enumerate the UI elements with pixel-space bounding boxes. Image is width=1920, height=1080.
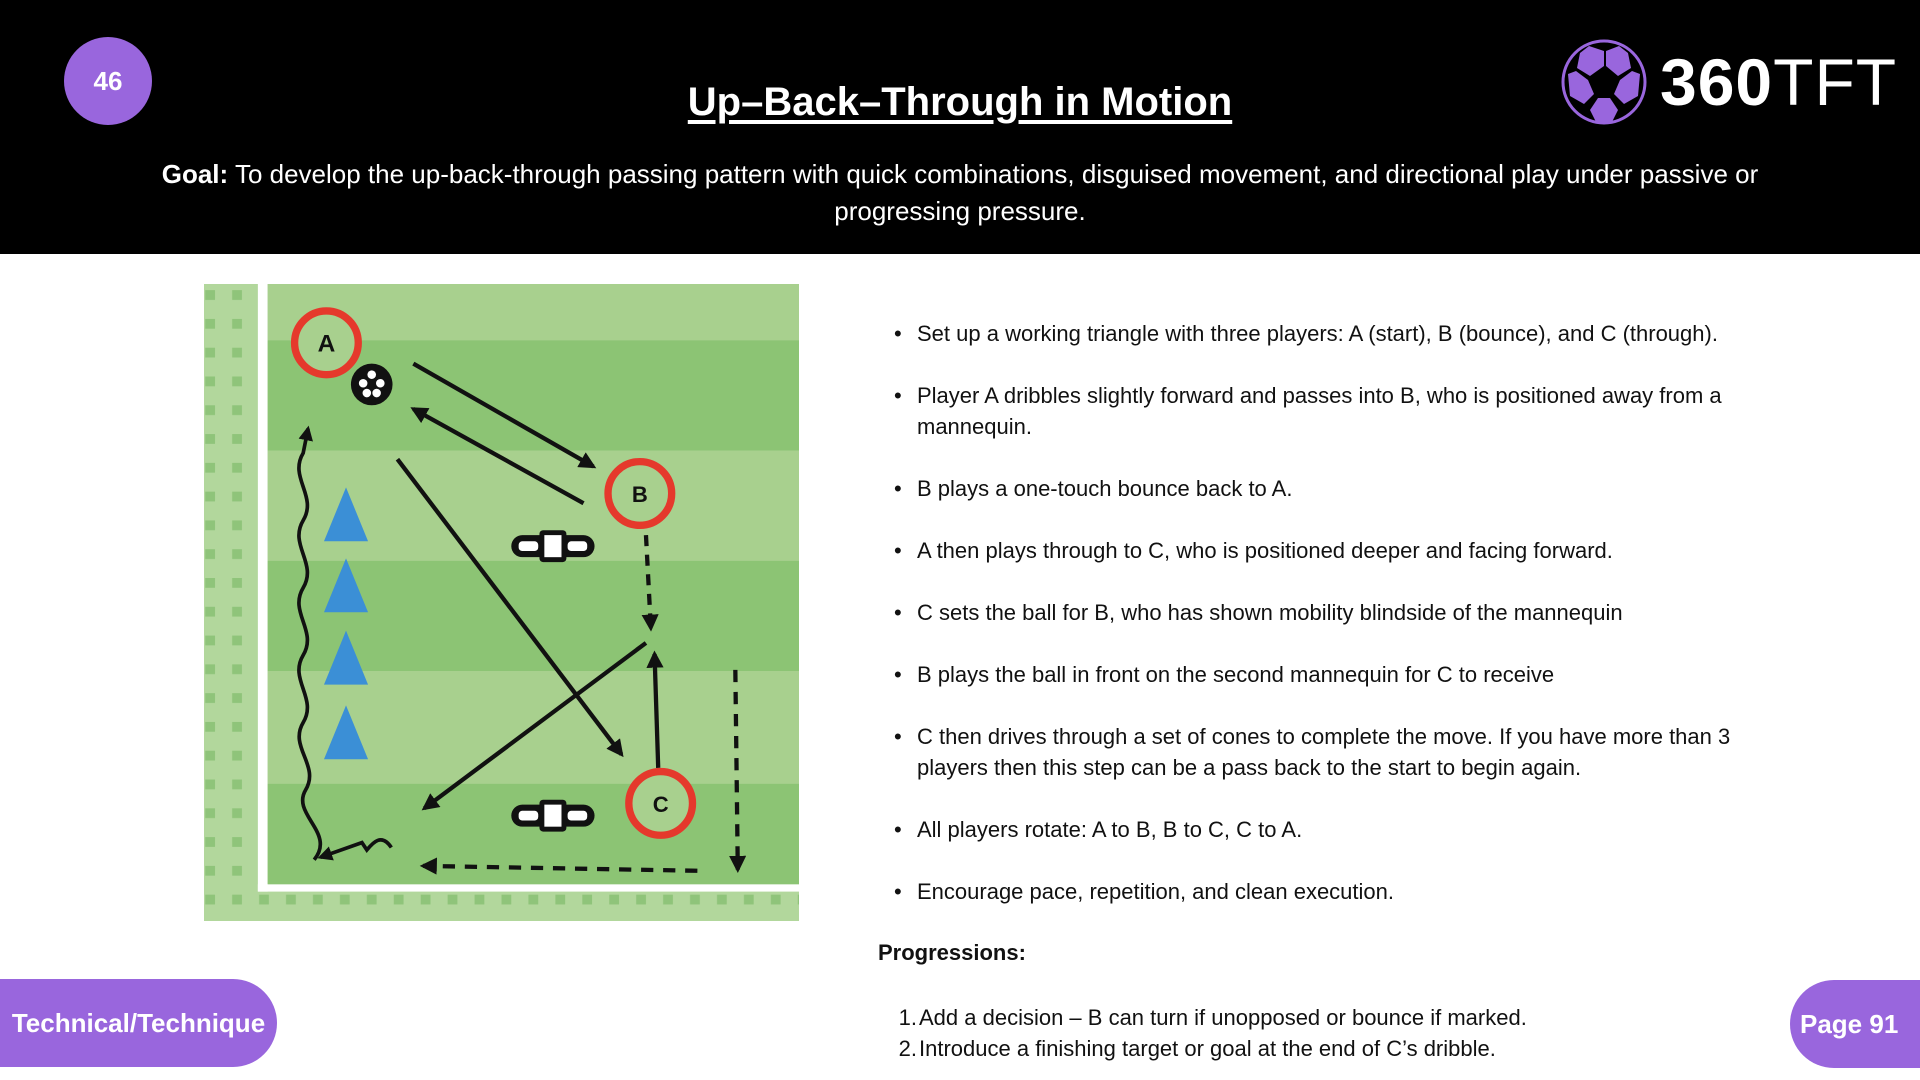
list-item: Player A dribbles slightly forward and p… (878, 380, 1778, 442)
cone (323, 487, 369, 542)
goal-text: Goal: To develop the up-back-through pas… (110, 156, 1810, 230)
list-item: B plays the ball in front on the second … (878, 659, 1778, 690)
list-item: Encourage pace, repetition, and clean ex… (878, 876, 1778, 907)
goal-description: To develop the up-back-through passing p… (228, 159, 1759, 226)
page-number: Page 91 (1790, 980, 1920, 1068)
list-item: Set up a working triangle with three pla… (878, 318, 1778, 349)
page-title: Up–Back–Through in Motion (687, 80, 1233, 124)
instructions-list: Set up a working triangle with three pla… (878, 318, 1778, 938)
player-c: C (625, 767, 697, 839)
list-item: C then drives through a set of cones to … (878, 721, 1778, 783)
session-number-badge: 46 (64, 37, 152, 125)
mannequin (511, 530, 595, 563)
svg-text:B: B (632, 482, 648, 507)
cone (323, 630, 369, 685)
cone (323, 705, 369, 760)
goal-label: Goal: (161, 159, 229, 189)
cones (323, 487, 369, 760)
pass-a-to-b (412, 361, 597, 469)
dribble-path (297, 425, 323, 861)
header-bar: 46 Up–Back–Through in Motion Goal: To de… (0, 0, 1920, 254)
mannequin (511, 799, 595, 832)
list-item: B plays a one-touch bounce back to A. (878, 473, 1778, 504)
list-item: 2.Introduce a finishing target or goal a… (898, 1036, 1496, 1061)
return-arrow (317, 838, 393, 861)
pass-c-set (646, 650, 664, 768)
player-b: B (604, 457, 676, 529)
pass-a-to-c (395, 457, 624, 758)
list-item: All players rotate: A to B, B to C, C to… (878, 814, 1778, 845)
pass-b-forward (421, 641, 648, 811)
player-a: A (290, 307, 362, 379)
progressions-heading: Progressions: (878, 940, 1026, 965)
progressions-list: 1.Add a decision – B can turn if unoppos… (878, 1002, 1527, 1064)
ball-icon (350, 363, 393, 406)
run-right (729, 669, 747, 873)
run-bottom (419, 857, 698, 875)
logo-text: 360TFT (1660, 45, 1898, 119)
pass-b-to-a (410, 407, 585, 506)
svg-text:A: A (318, 330, 336, 357)
list-item: 1.Add a decision – B can turn if unoppos… (898, 1005, 1527, 1030)
category-tag: Technical/Technique (0, 979, 277, 1067)
list-item: A then plays through to C, who is positi… (878, 535, 1778, 566)
cone (323, 558, 369, 613)
logo: 360TFT (1560, 36, 1897, 128)
drill-diagram: A B C (204, 284, 799, 921)
list-item: C sets the ball for B, who has shown mob… (878, 597, 1778, 628)
soccer-ball-icon (1561, 39, 1647, 125)
svg-text:C: C (653, 792, 669, 817)
run-b (641, 535, 659, 632)
